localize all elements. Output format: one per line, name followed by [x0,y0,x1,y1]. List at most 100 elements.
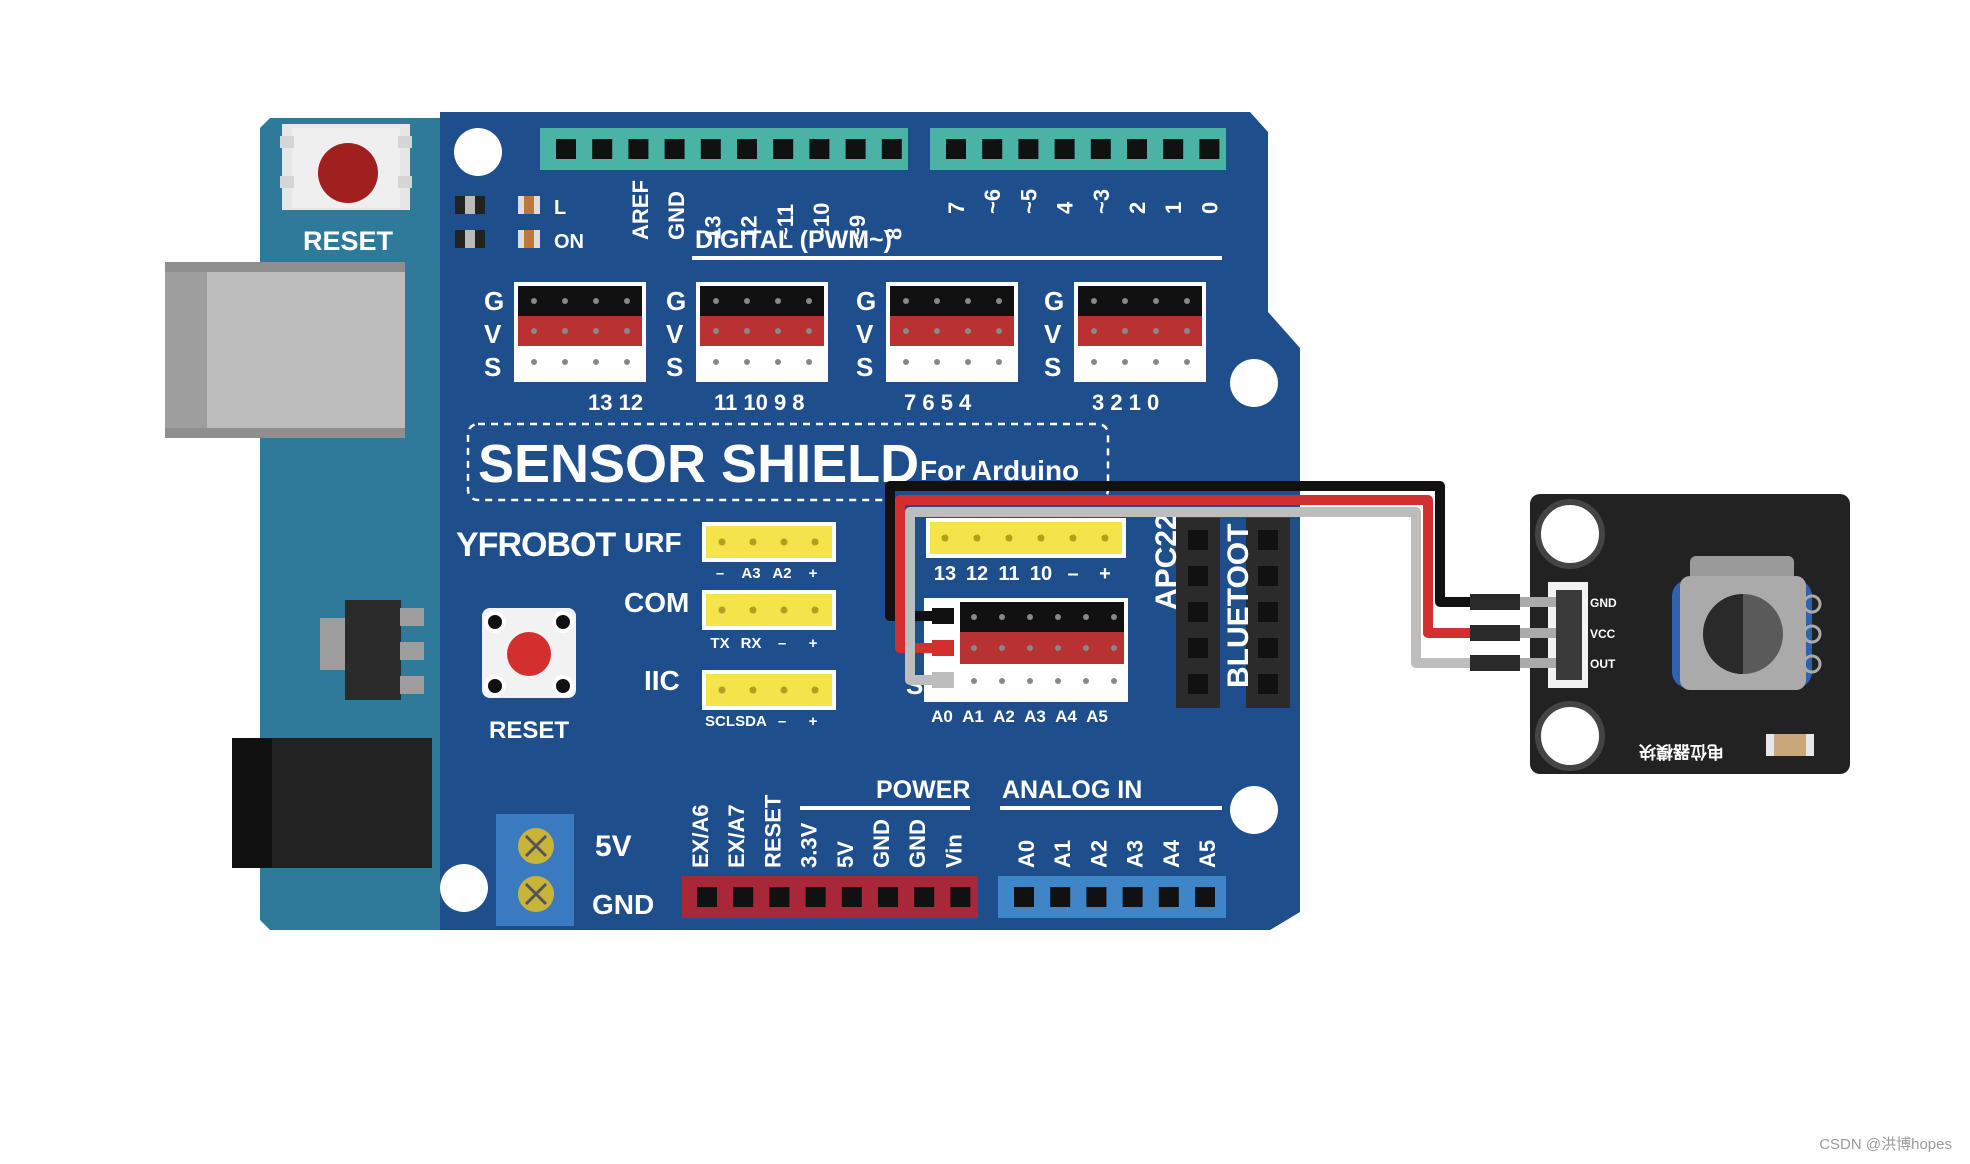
potentiometer-knob[interactable] [1672,556,1822,690]
header-pin[interactable] [1005,534,1013,542]
header-pin[interactable] [700,139,721,159]
gvs-pin[interactable] [624,359,630,365]
header-pin[interactable] [1158,887,1179,907]
gvs-pin[interactable] [562,328,568,334]
gvs-pin[interactable] [996,359,1002,365]
gvs-pin[interactable] [775,328,781,334]
header-pin[interactable] [973,534,981,542]
analog-gvs-pin[interactable] [1055,614,1061,620]
header-pin[interactable] [1101,534,1109,542]
header-pin[interactable] [950,887,971,907]
gvs-pin[interactable] [806,298,812,304]
header-pin[interactable] [941,534,949,542]
gvs-pin[interactable] [744,328,750,334]
gvs-pin[interactable] [1184,328,1190,334]
header-pin[interactable] [1195,887,1215,907]
header-pin[interactable] [749,686,757,694]
gvs-pin[interactable] [806,359,812,365]
header-pin[interactable] [946,139,966,159]
header-pin[interactable] [1014,887,1034,907]
gvs-pin[interactable] [903,359,909,365]
header-pin[interactable] [769,887,790,907]
gvs-pin[interactable] [996,298,1002,304]
header-pin[interactable] [718,606,726,614]
analog-gvs-pin[interactable] [971,678,977,684]
gvs-pin[interactable] [593,298,599,304]
header-pin[interactable] [881,139,902,159]
analog-gvs-pin[interactable] [1027,614,1033,620]
header-pin[interactable] [556,139,576,159]
header-pin[interactable] [1127,139,1147,159]
header-pin[interactable] [805,887,826,907]
header-pin[interactable] [718,538,726,546]
gvs-pin[interactable] [903,328,909,334]
header-pin[interactable] [592,139,613,159]
gvs-pin[interactable] [934,328,940,334]
header-pin[interactable] [749,606,757,614]
header-pin[interactable] [1199,139,1220,159]
gvs-pin[interactable] [624,298,630,304]
analog-gvs-pin[interactable] [1111,645,1117,651]
header-pin[interactable] [718,686,726,694]
header-pin[interactable] [1188,602,1208,622]
header-pin[interactable] [1258,566,1278,586]
gvs-pin[interactable] [1184,298,1190,304]
header-pin[interactable] [697,887,717,907]
analog-gvs-pin[interactable] [999,614,1005,620]
analog-gvs-pin[interactable] [1083,645,1089,651]
gvs-pin[interactable] [713,328,719,334]
gvs-pin[interactable] [965,328,971,334]
gvs-pin[interactable] [775,359,781,365]
analog-gvs-pin[interactable] [1083,614,1089,620]
gvs-pin[interactable] [531,298,537,304]
header-pin[interactable] [841,887,862,907]
gvs-pin[interactable] [1153,298,1159,304]
analog-gvs-pin[interactable] [1083,678,1089,684]
header-pin[interactable] [811,606,819,614]
gvs-pin[interactable] [744,359,750,365]
header-pin[interactable] [749,538,757,546]
gvs-pin[interactable] [1091,359,1097,365]
analog-gvs-pin[interactable] [999,678,1005,684]
analog-gvs-pin[interactable] [999,645,1005,651]
header-pin[interactable] [664,139,685,159]
header-pin[interactable] [1069,534,1077,542]
gvs-pin[interactable] [713,359,719,365]
header-pin[interactable] [1188,566,1208,586]
gvs-pin[interactable] [1153,328,1159,334]
gvs-pin[interactable] [713,298,719,304]
gvs-pin[interactable] [775,298,781,304]
analog-gvs-pin[interactable] [971,645,977,651]
analog-gvs-pin[interactable] [1055,645,1061,651]
gvs-pin[interactable] [562,359,568,365]
header-pin[interactable] [1086,887,1107,907]
header-pin[interactable] [811,686,819,694]
gvs-pin[interactable] [965,359,971,365]
gvs-pin[interactable] [593,328,599,334]
header-pin[interactable] [780,538,788,546]
gvs-pin[interactable] [624,328,630,334]
analog-gvs-pin[interactable] [1027,645,1033,651]
header-pin[interactable] [733,887,754,907]
gvs-pin[interactable] [996,328,1002,334]
gvs-pin[interactable] [744,298,750,304]
base-reset-button[interactable] [280,124,412,210]
gvs-pin[interactable] [1091,328,1097,334]
gvs-pin[interactable] [531,328,537,334]
analog-gvs-pin[interactable] [1111,678,1117,684]
header-pin[interactable] [1050,887,1071,907]
gvs-pin[interactable] [1184,359,1190,365]
header-pin[interactable] [1054,139,1075,159]
header-pin[interactable] [1018,139,1039,159]
analog-gvs-pin[interactable] [971,614,977,620]
header-pin[interactable] [982,139,1003,159]
gvs-pin[interactable] [934,298,940,304]
gvs-pin[interactable] [1122,328,1128,334]
header-pin[interactable] [914,887,935,907]
header-pin[interactable] [1258,674,1278,694]
gvs-pin[interactable] [1122,298,1128,304]
header-pin[interactable] [628,139,649,159]
header-pin[interactable] [809,139,830,159]
gvs-pin[interactable] [562,298,568,304]
header-pin[interactable] [1258,530,1278,550]
